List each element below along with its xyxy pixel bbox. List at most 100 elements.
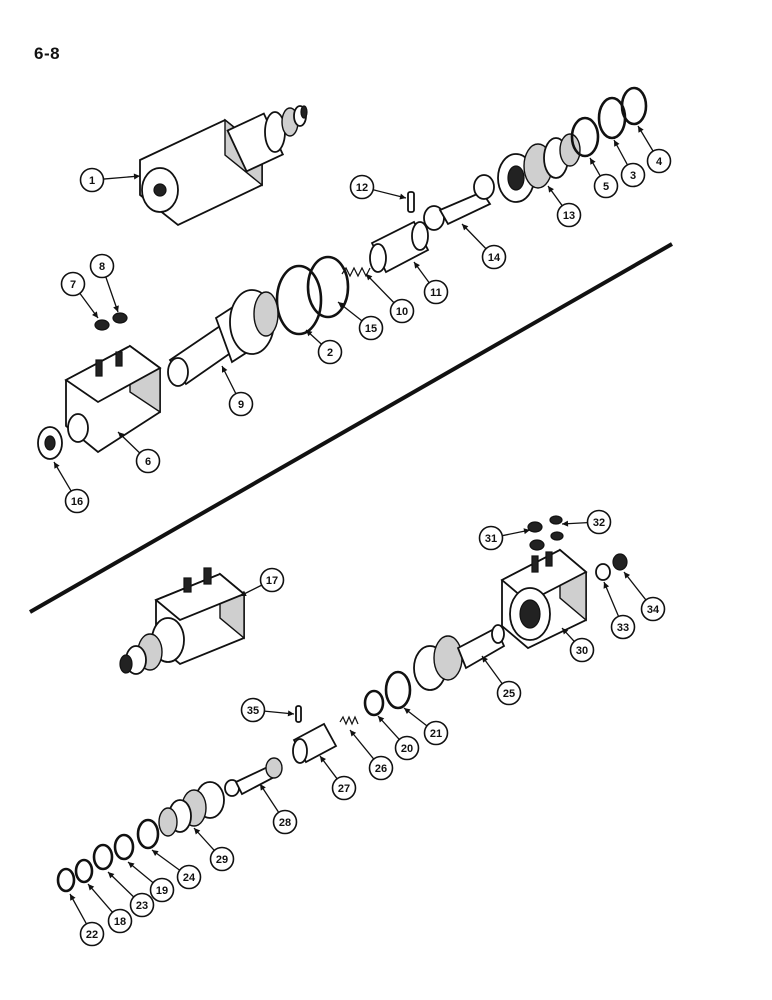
part-24-snap-ring xyxy=(136,818,160,850)
callout-11: 11 xyxy=(413,261,449,305)
leader-arrowhead xyxy=(54,462,60,469)
part-21-o-ring xyxy=(384,670,412,710)
leader-arrowhead xyxy=(108,872,115,879)
callout-number: 25 xyxy=(503,688,515,700)
callout-number: 31 xyxy=(485,533,497,545)
callout-number: 12 xyxy=(356,182,368,194)
callout-16: 16 xyxy=(53,461,90,514)
callout-bubble xyxy=(620,162,646,188)
callout-32: 32 xyxy=(561,509,612,535)
callout-bubble xyxy=(60,271,86,297)
callout-layer: 1234567891011121314151617181920212223242… xyxy=(53,125,672,947)
part-18-o-ring xyxy=(74,858,94,884)
section-divider xyxy=(29,242,673,614)
leader-arrowhead xyxy=(399,193,406,200)
leader-line xyxy=(349,729,375,760)
leader-arrowhead xyxy=(113,305,119,312)
part-27-sleeve xyxy=(292,722,338,764)
leader-arrowhead xyxy=(240,590,247,596)
callout-bubble xyxy=(209,846,235,872)
callout-31: 31 xyxy=(478,525,531,551)
part-5-snap-ring xyxy=(570,116,600,158)
callout-25: 25 xyxy=(481,655,522,706)
leader-arrowhead xyxy=(523,528,530,535)
leader-line xyxy=(103,175,141,180)
part-33-washer xyxy=(595,563,611,581)
callout-bubble xyxy=(135,448,161,474)
leader-arrowhead xyxy=(306,330,313,337)
leader-arrowhead xyxy=(548,186,554,193)
part-28-spool xyxy=(224,757,283,797)
part-7-nut xyxy=(94,319,110,331)
part-9-valve-stem xyxy=(167,289,279,387)
callout-number: 23 xyxy=(136,900,148,912)
part-17-solenoid-valve-assembly xyxy=(119,567,246,675)
part-35-pin xyxy=(295,705,302,723)
callout-bubble xyxy=(394,735,420,761)
callout-number: 3 xyxy=(630,170,636,182)
callout-20: 20 xyxy=(377,715,420,761)
callout-10: 10 xyxy=(365,273,415,324)
callout-number: 22 xyxy=(86,929,98,941)
callout-bubble xyxy=(240,697,266,723)
callout-number: 17 xyxy=(266,575,278,587)
part-11-sleeve xyxy=(369,220,430,274)
part-23-o-ring xyxy=(92,843,114,871)
callout-number: 11 xyxy=(430,287,442,299)
callout-number: 34 xyxy=(647,604,660,616)
leader-arrowhead xyxy=(638,126,644,133)
part-10-spring xyxy=(341,266,371,278)
callout-bubble xyxy=(496,680,522,706)
callout-bubble xyxy=(478,525,504,551)
callout-2: 2 xyxy=(305,329,343,365)
part-31-nut xyxy=(527,521,545,551)
callout-number: 13 xyxy=(563,210,575,222)
callout-bubble xyxy=(610,614,636,640)
callout-bubble xyxy=(89,253,115,279)
callout-33: 33 xyxy=(603,581,636,640)
callout-number: 35 xyxy=(247,705,259,717)
callout-number: 20 xyxy=(401,743,413,755)
callout-29: 29 xyxy=(193,827,235,872)
leader-arrowhead xyxy=(462,224,469,231)
callout-9: 9 xyxy=(221,365,254,417)
callout-number: 19 xyxy=(156,885,168,897)
callout-bubble xyxy=(107,908,133,934)
callout-1: 1 xyxy=(79,167,141,193)
leader-arrowhead xyxy=(482,656,488,663)
part-30-coil xyxy=(500,548,588,650)
callout-26: 26 xyxy=(349,729,394,781)
callout-bubble xyxy=(331,775,357,801)
callout-number: 5 xyxy=(603,181,609,193)
leader-arrowhead xyxy=(70,894,76,901)
callout-number: 32 xyxy=(593,517,605,529)
callout-22: 22 xyxy=(69,893,105,947)
leader-arrowhead xyxy=(378,716,385,723)
part-26-spring xyxy=(339,715,359,726)
leader-arrowhead xyxy=(590,158,596,165)
callout-bubble xyxy=(481,244,507,270)
callout-24: 24 xyxy=(151,849,202,890)
callout-3: 3 xyxy=(613,139,646,188)
part-1-solenoid-valve-assembly xyxy=(139,105,308,227)
leader-arrowhead xyxy=(562,628,569,635)
part-14-spool xyxy=(423,174,495,231)
callout-bubble xyxy=(358,315,384,341)
callout-number: 16 xyxy=(71,496,83,508)
callout-number: 30 xyxy=(576,645,588,657)
callout-17: 17 xyxy=(239,567,285,597)
leader-arrowhead xyxy=(614,140,620,147)
callout-35: 35 xyxy=(240,697,295,723)
callout-8: 8 xyxy=(89,253,119,313)
leader-line xyxy=(365,273,395,304)
callout-number: 8 xyxy=(99,261,105,273)
part-32-nut xyxy=(549,515,564,541)
part-15-o-ring xyxy=(306,255,350,319)
part-22-o-ring xyxy=(56,867,76,893)
callout-bubble xyxy=(389,298,415,324)
leader-arrowhead xyxy=(366,274,373,281)
callout-23: 23 xyxy=(107,871,155,918)
leader-arrowhead xyxy=(624,572,631,579)
callout-14: 14 xyxy=(461,223,507,270)
